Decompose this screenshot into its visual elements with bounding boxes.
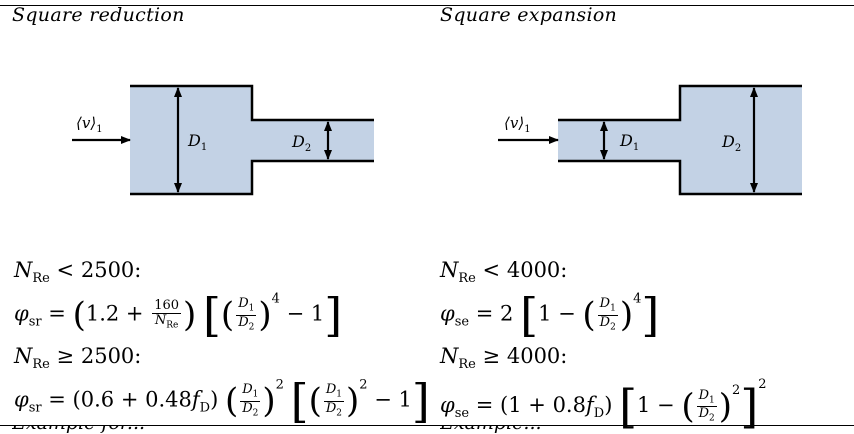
expansion-title: Square expansion — [440, 4, 618, 26]
expansion-d2-label: D2 — [721, 132, 741, 154]
expansion-condition-laminar: NRe < 4000: — [440, 258, 568, 287]
reduction-large-pipe — [130, 86, 252, 194]
expansion-v-label: ⟨v⟩1 — [504, 114, 531, 135]
reduction-bottom-wall — [130, 159, 374, 196]
expansion-cut-caption: Example... — [440, 425, 542, 433]
reduction-v-label: ⟨v⟩1 — [76, 114, 103, 135]
expansion-diagram: ⟨v⟩1 D1 D2 — [498, 84, 802, 196]
reduction-d2-label: D2 — [291, 132, 311, 154]
reduction-top-wall — [130, 84, 374, 122]
reduction-d1-label: D1 — [187, 131, 207, 153]
diagrams: ⟨v⟩1 D1 D2 ⟨v⟩1 D1 D2 — [72, 84, 802, 196]
top-rule — [0, 5, 854, 6]
bottom-rule — [0, 425, 854, 426]
expansion-d1-label: D1 — [619, 131, 639, 153]
reduction-condition-laminar: NRe < 2500: — [14, 258, 142, 287]
reduction-condition-turbulent: NRe ≥ 2500: — [14, 344, 142, 373]
expansion-top-wall — [558, 84, 802, 122]
expansion-bottom-wall — [558, 159, 802, 196]
reduction-cut-caption: Example for... — [12, 425, 145, 433]
reduction-small-pipe — [252, 120, 374, 161]
expansion-large-pipe — [680, 86, 802, 194]
expansion-small-pipe — [558, 120, 680, 161]
expansion-condition-turbulent: NRe ≥ 4000: — [440, 344, 568, 373]
reduction-title: Square reduction — [12, 4, 185, 26]
reduction-diagram: ⟨v⟩1 D1 D2 — [72, 84, 374, 196]
